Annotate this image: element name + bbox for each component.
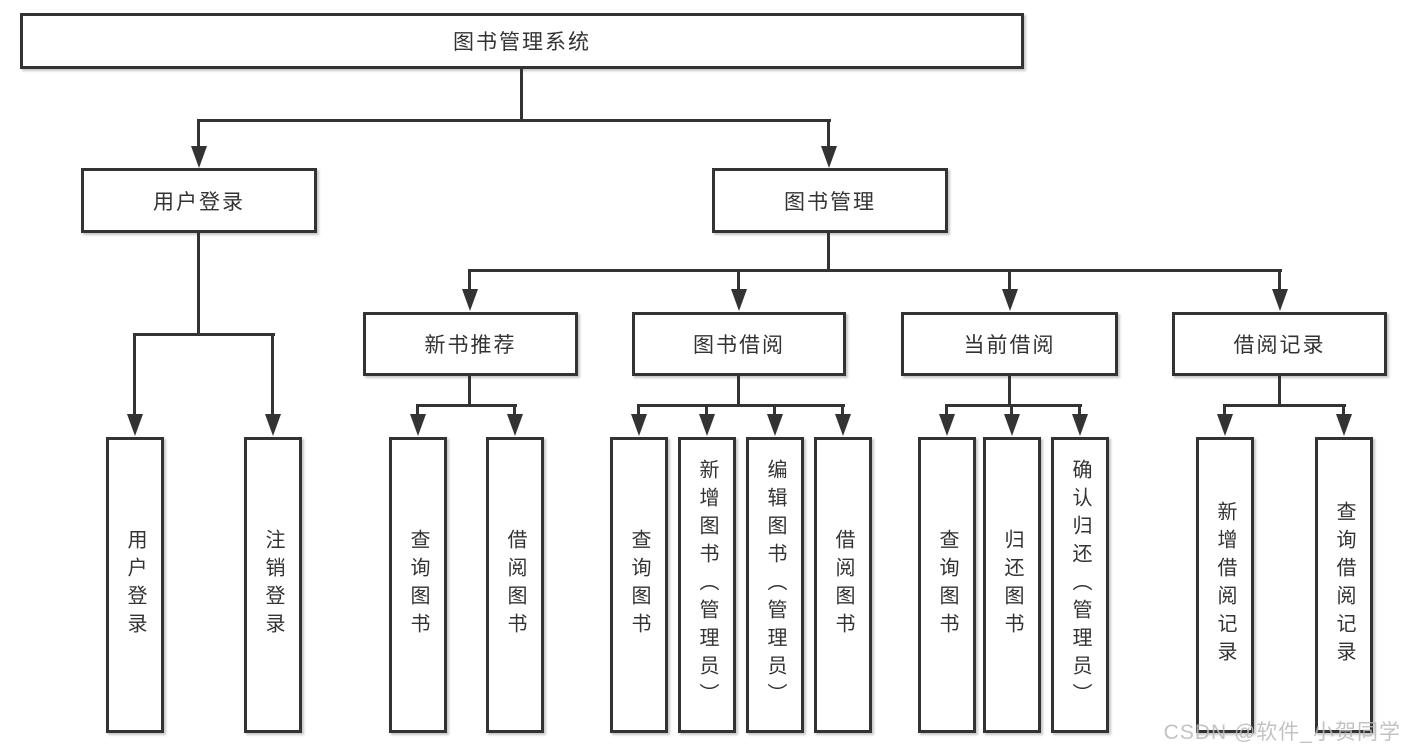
node-label: 归还图书	[1001, 529, 1023, 641]
csdn-watermark: CSDN @软件_小贺同学	[1163, 721, 1401, 744]
connector-line	[468, 269, 1282, 272]
arrow-down-icon	[410, 414, 426, 436]
leaf-query-borrow-record: 查询借阅记录	[1315, 437, 1373, 733]
connector-line	[827, 232, 830, 272]
node-label: 新增借阅记录	[1214, 501, 1236, 669]
arrow-down-icon	[1336, 414, 1352, 436]
leaf-borrow-books: 借阅图书	[814, 437, 872, 733]
connector-line	[1008, 376, 1011, 407]
node-label: 新书推荐	[424, 334, 517, 357]
connector-line	[520, 69, 523, 122]
connector-line	[513, 404, 516, 416]
arrow-down-icon	[699, 414, 715, 436]
leaf-user-login: 用户登录	[106, 437, 164, 733]
node-label: 借阅图书	[504, 529, 526, 641]
arrow-down-icon	[1072, 414, 1088, 436]
leaf-confirm-return-admin: 确认归还（管理员）	[1051, 437, 1109, 733]
leaf-add-book-admin: 新增图书（管理员）	[678, 437, 736, 733]
arrow-down-icon	[631, 414, 647, 436]
connector-line	[271, 333, 274, 416]
connector-line	[1342, 404, 1345, 416]
connector-line	[705, 404, 708, 416]
leaf-logout: 注销登录	[244, 437, 302, 733]
node-label: 当前借阅	[963, 334, 1056, 357]
node-label: 确认归还（管理员）	[1069, 459, 1091, 711]
connector-line	[1078, 404, 1081, 416]
connector-line	[1278, 376, 1281, 407]
node-current-borrowing: 当前借阅	[901, 312, 1118, 376]
leaf-query-books: 查询图书	[610, 437, 668, 733]
arrow-down-icon	[1004, 414, 1020, 436]
node-label: 用户登录	[153, 190, 245, 214]
arrow-down-icon	[1217, 414, 1233, 436]
node-borrowing-records: 借阅记录	[1172, 312, 1387, 376]
arrow-down-icon	[1002, 289, 1018, 311]
node-user-login: 用户登录	[81, 168, 317, 233]
node-book-borrowing: 图书借阅	[632, 312, 846, 376]
arrow-down-icon	[265, 414, 281, 436]
connector-line	[1010, 404, 1013, 416]
arrow-down-icon	[191, 146, 207, 168]
connector-line	[1223, 404, 1346, 407]
leaf-edit-book-admin: 编辑图书（管理员）	[746, 437, 804, 733]
node-label: 查询图书	[628, 529, 650, 641]
connector-line	[945, 404, 948, 416]
node-label: 图书管理	[784, 190, 876, 214]
leaf-borrow-books: 借阅图书	[486, 437, 544, 733]
node-label: 借阅记录	[1233, 334, 1326, 357]
connector-line	[1278, 269, 1281, 292]
connector-line	[133, 333, 275, 336]
connector-line	[197, 233, 200, 336]
connector-line	[197, 119, 200, 149]
node-book-management: 图书管理	[712, 168, 948, 233]
leaf-query-books: 查询图书	[389, 437, 447, 733]
node-label: 注销登录	[262, 529, 284, 641]
connector-line	[197, 119, 831, 122]
connector-line	[827, 119, 830, 149]
connector-line	[1223, 404, 1226, 416]
arrow-down-icon	[835, 414, 851, 436]
connector-line	[945, 404, 1082, 407]
node-label: 查询图书	[407, 529, 429, 641]
connector-line	[737, 376, 740, 407]
arrow-down-icon	[127, 414, 143, 436]
arrow-down-icon	[462, 289, 478, 311]
arrow-down-icon	[767, 414, 783, 436]
leaf-add-borrow-record: 新增借阅记录	[1196, 437, 1254, 733]
node-library-management-system: 图书管理系统	[20, 13, 1024, 69]
node-label: 图书管理系统	[453, 31, 591, 54]
node-new-book-recommendation: 新书推荐	[363, 312, 578, 376]
leaf-return-books: 归还图书	[983, 437, 1041, 733]
connector-line	[841, 404, 844, 416]
leaf-query-books: 查询图书	[918, 437, 976, 733]
node-label: 新增图书（管理员）	[696, 459, 718, 711]
connector-line	[416, 404, 517, 407]
arrow-down-icon	[939, 414, 955, 436]
node-label: 编辑图书（管理员）	[764, 459, 786, 711]
connector-line	[133, 333, 136, 416]
connector-line	[737, 269, 740, 292]
node-label: 借阅图书	[832, 529, 854, 641]
node-label: 查询图书	[936, 529, 958, 641]
arrow-down-icon	[821, 146, 837, 168]
node-label: 用户登录	[124, 529, 146, 641]
arrow-down-icon	[1272, 289, 1288, 311]
node-label: 查询借阅记录	[1333, 501, 1355, 669]
connector-line	[773, 404, 776, 416]
connector-line	[468, 269, 471, 292]
arrow-down-icon	[731, 289, 747, 311]
connector-line	[637, 404, 845, 407]
node-label: 图书借阅	[693, 334, 785, 357]
connector-line	[1008, 269, 1011, 292]
connector-line	[637, 404, 640, 416]
connector-line	[416, 404, 419, 416]
connector-line	[468, 376, 471, 407]
arrow-down-icon	[507, 414, 523, 436]
